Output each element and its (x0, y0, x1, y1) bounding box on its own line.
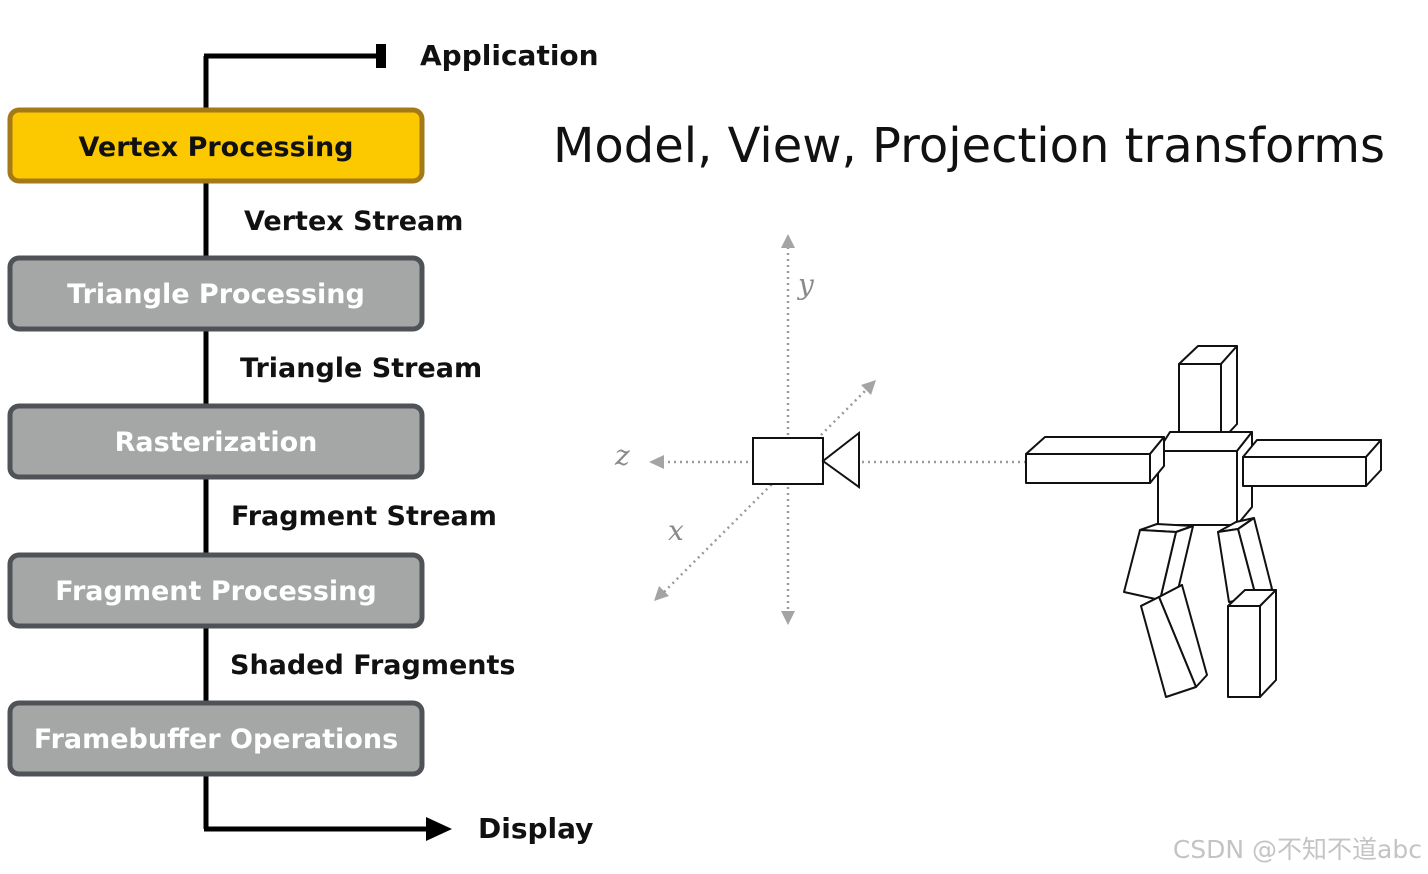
x-axis-line (663, 389, 867, 593)
camera-icon (752, 430, 860, 489)
robot-right-shin (1227, 589, 1277, 698)
stream-label-vertex: Vertex Stream (244, 206, 463, 237)
output-arrow-head (426, 817, 452, 841)
input-arrow-tick (376, 44, 386, 68)
stage-fragment-processing: Fragment Processing (7, 552, 425, 629)
robot-torso (1157, 431, 1253, 526)
robot-head (1178, 345, 1238, 442)
camera-axes: y z x (614, 234, 1025, 625)
robot-left-arm (1025, 436, 1165, 484)
z-axis-label: z (614, 439, 630, 472)
stage-label: Fragment Processing (55, 576, 376, 607)
stage-label: Triangle Processing (67, 279, 365, 310)
x-axis-far-arrow (861, 380, 876, 395)
robot-left-thigh (1123, 523, 1194, 601)
y-axis-label: y (796, 268, 815, 301)
stage-framebuffer-operations: Framebuffer Operations (7, 700, 425, 777)
x-axis-label: x (668, 514, 684, 547)
robot-figure (1025, 345, 1382, 698)
stream-label-fragment: Fragment Stream (231, 501, 497, 532)
stage-label: Rasterization (115, 427, 318, 458)
heading: Model, View, Projection transforms (553, 118, 1385, 174)
input-label: Application (420, 39, 599, 72)
stage-box (7, 700, 425, 777)
robot-left-shin (1140, 584, 1208, 698)
watermark: CSDN @不知不道abc (1172, 835, 1422, 864)
output-label: Display (478, 812, 593, 845)
robot-right-arm (1242, 439, 1382, 487)
stage-box (7, 107, 425, 184)
stage-triangle-processing: Triangle Processing (7, 255, 425, 332)
stage-vertex-processing: Vertex Processing (7, 107, 425, 184)
stage-rasterization: Rasterization (7, 403, 425, 480)
stage-label: Vertex Processing (79, 132, 354, 163)
pipeline: Application Display Vertex Processing Tr… (7, 39, 599, 845)
stage-box (7, 552, 425, 629)
y-axis-down-arrow (781, 611, 795, 625)
stage-label: Framebuffer Operations (34, 724, 398, 755)
stream-label-triangle: Triangle Stream (240, 353, 482, 384)
stage-box (7, 255, 425, 332)
y-axis-up-arrow (781, 234, 795, 248)
stream-label-shaded: Shaded Fragments (230, 650, 515, 681)
z-axis-arrow (649, 455, 664, 469)
x-axis-arrow (654, 586, 669, 601)
stage-box (7, 403, 425, 480)
